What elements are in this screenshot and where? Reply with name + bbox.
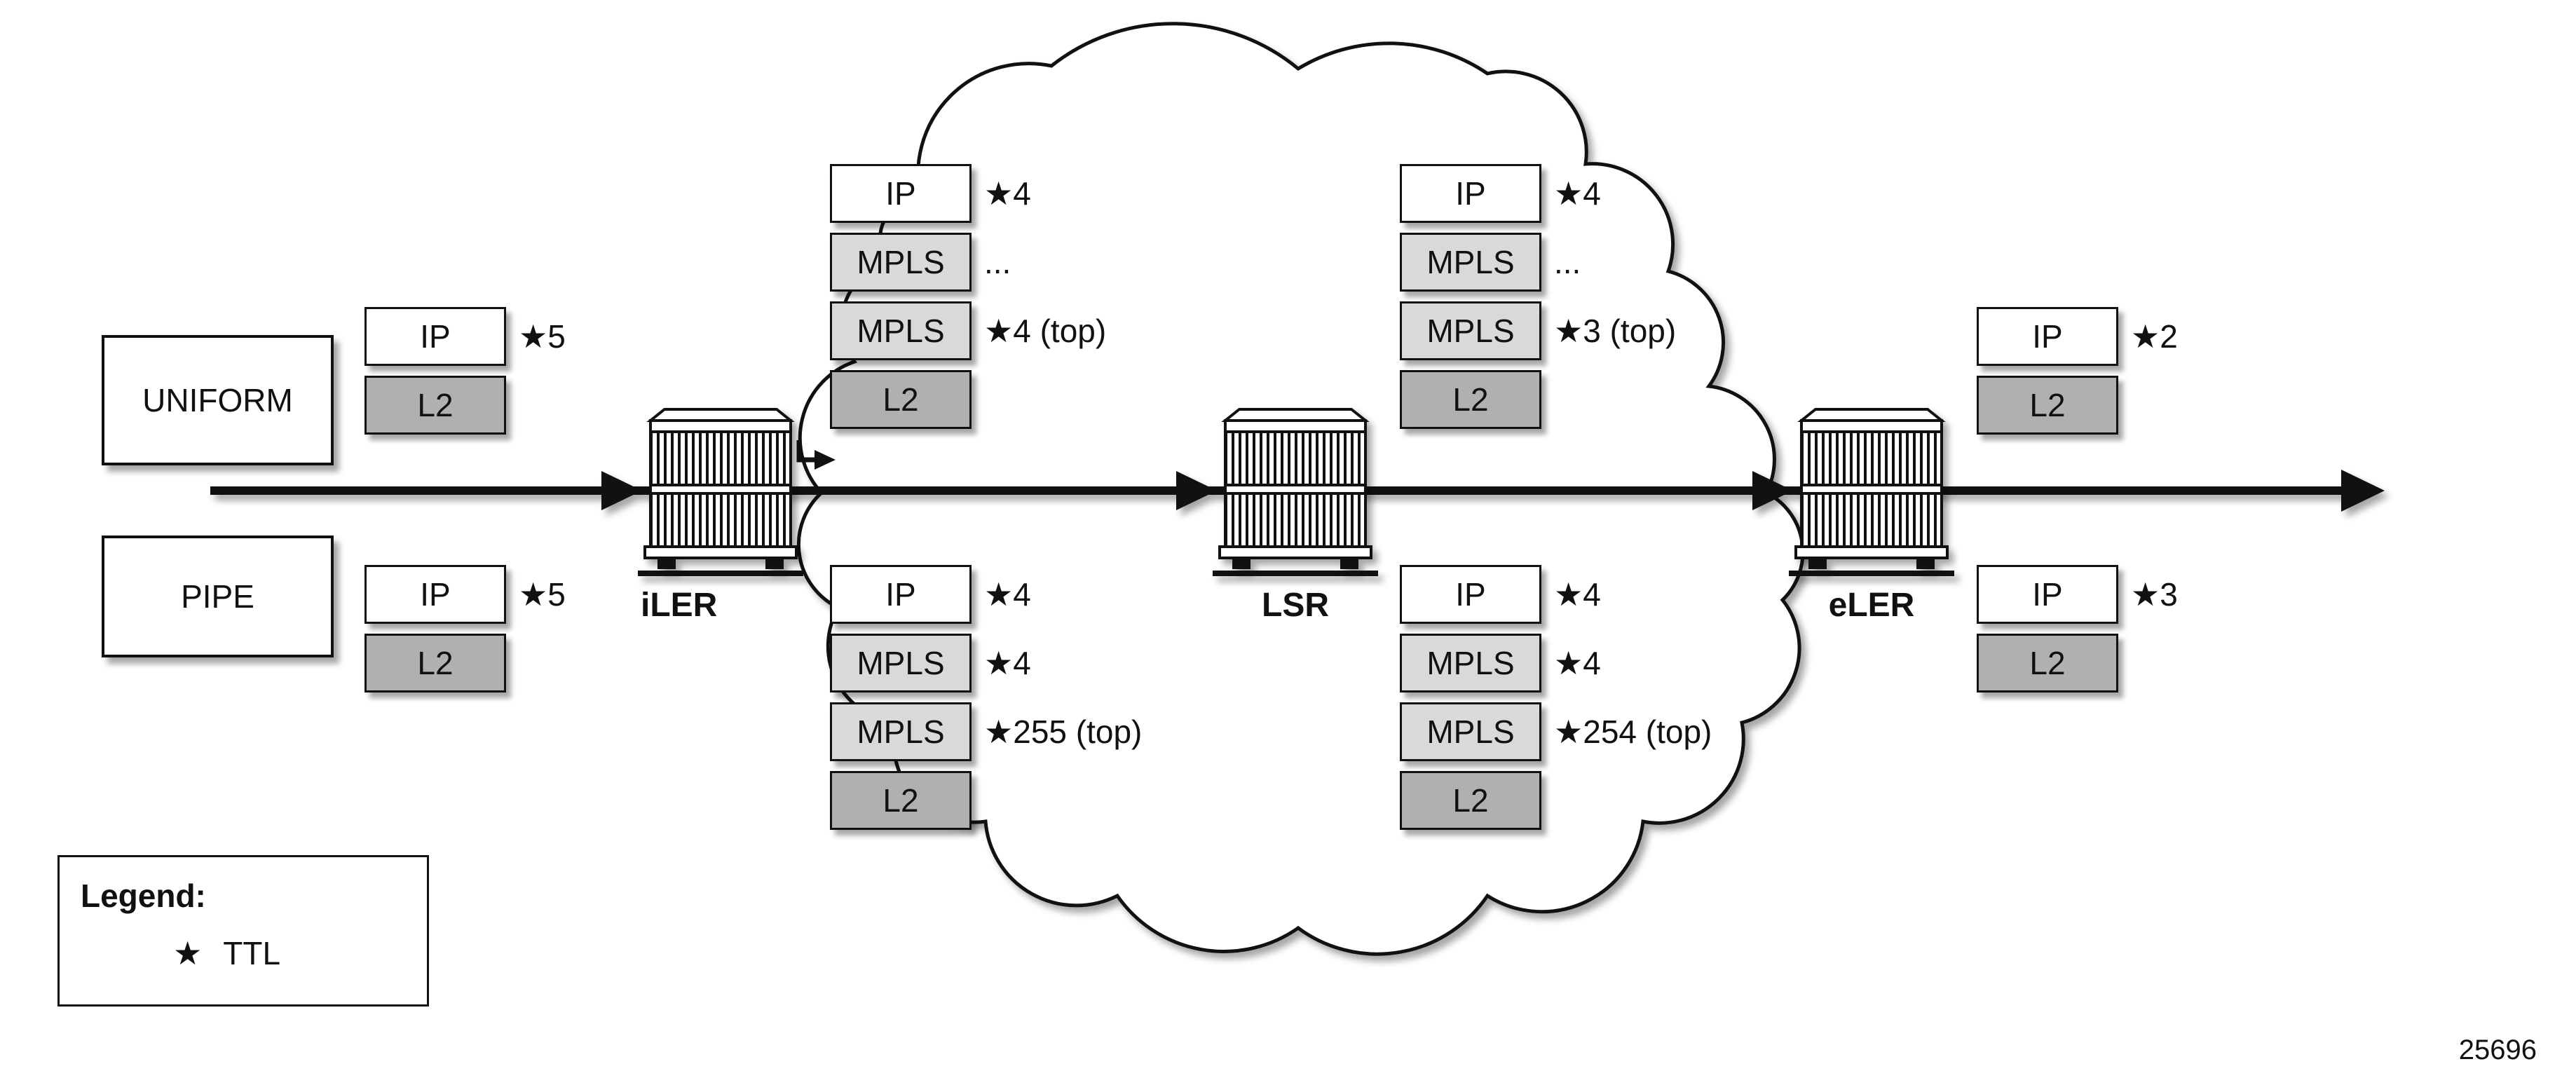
l2-cell: L2	[1400, 370, 1541, 429]
l2-cell: L2	[830, 370, 972, 429]
ip-cell: IP	[1977, 307, 2118, 366]
ttl-annotation: ★4	[984, 645, 1031, 681]
router-icon-lsr	[1213, 408, 1378, 576]
ttl-annotation: ★5	[519, 576, 566, 613]
mpls-cell: MPLS	[830, 702, 972, 761]
stack-row: L2	[364, 376, 566, 435]
pipe-mode-box: PIPE	[102, 535, 334, 657]
uniform-mode-label: UNIFORM	[142, 382, 293, 418]
ttl-annotation: ★4	[1554, 175, 1601, 212]
stack-row: IP ★2	[1977, 307, 2178, 366]
stack-row: IP ★3	[1977, 565, 2178, 624]
ttl-annotation: ★3	[2131, 576, 2178, 613]
stack-row: IP ★4	[1400, 565, 1712, 624]
l2-cell: L2	[364, 634, 506, 692]
legend-box: Legend: ★ TTL	[57, 855, 429, 1007]
stack-row: MPLS ...	[830, 233, 1106, 292]
iler-exit-arrow	[796, 440, 836, 470]
ttl-annotation: ★5	[519, 318, 566, 355]
l2-cell: L2	[830, 771, 972, 830]
router-icon-eler	[1789, 408, 1954, 576]
stack-row: MPLS ★4 (top)	[830, 301, 1106, 360]
packet-stack-pipe-after-lsr: IP ★4 MPLS ★4 MPLS ★254 (top) L2	[1400, 565, 1712, 830]
ttl-annotation: ★4 (top)	[984, 313, 1107, 349]
ip-cell: IP	[1977, 565, 2118, 624]
stack-row: MPLS ★4	[830, 634, 1142, 692]
stack-row: L2	[1977, 634, 2178, 692]
stack-row: IP ★4	[830, 565, 1142, 624]
ttl-annotation: ★4	[1554, 576, 1601, 613]
l2-cell: L2	[1400, 771, 1541, 830]
stack-row: MPLS ★3 (top)	[1400, 301, 1676, 360]
stack-row: L2	[364, 634, 566, 692]
ttl-annotation: ...	[984, 244, 1011, 280]
ttl-annotation: ★254 (top)	[1554, 714, 1712, 750]
figure-number: 25696	[2458, 1035, 2537, 1065]
packet-stack-uniform-egress: IP ★2 L2	[1977, 307, 2178, 435]
stack-row: IP ★4	[830, 164, 1106, 223]
ip-cell: IP	[364, 307, 506, 366]
ttl-annotation: ★3 (top)	[1554, 313, 1677, 349]
mpls-cell: MPLS	[830, 301, 972, 360]
stack-row: L2	[1400, 370, 1676, 429]
stack-row: IP ★5	[364, 307, 566, 366]
ttl-annotation: ★2	[2131, 318, 2178, 355]
ttl-annotation: ...	[1554, 244, 1581, 280]
ttl-star-icon: ★	[173, 935, 203, 971]
ip-cell: IP	[830, 164, 972, 223]
stack-row: L2	[830, 370, 1106, 429]
packet-stack-pipe-egress: IP ★3 L2	[1977, 565, 2178, 692]
stack-row: MPLS ★255 (top)	[830, 702, 1142, 761]
packet-stack-pipe-ingress: IP ★5 L2	[364, 565, 566, 692]
pipe-mode-label: PIPE	[181, 578, 254, 615]
ip-cell: IP	[830, 565, 972, 624]
stack-row: L2	[1977, 376, 2178, 435]
ttl-annotation: ★255 (top)	[984, 714, 1143, 750]
router-icon-iler	[638, 408, 803, 576]
packet-stack-uniform-after-iler: IP ★4 MPLS ... MPLS ★4 (top) L2	[830, 164, 1106, 429]
mpls-cell: MPLS	[1400, 634, 1541, 692]
router-label-eler: eLER	[1828, 587, 1915, 624]
ip-cell: IP	[364, 565, 506, 624]
legend-item: ★ TTL	[173, 934, 406, 972]
l2-cell: L2	[364, 376, 506, 435]
packet-stack-uniform-after-lsr: IP ★4 MPLS ... MPLS ★3 (top) L2	[1400, 164, 1676, 429]
ttl-annotation: ★4	[984, 175, 1031, 212]
legend-title: Legend:	[81, 878, 206, 914]
packet-stack-pipe-after-iler: IP ★4 MPLS ★4 MPLS ★255 (top) L2	[830, 565, 1142, 830]
stack-row: IP ★4	[1400, 164, 1676, 223]
router-label-iler: iLER	[641, 587, 718, 624]
mpls-cell: MPLS	[1400, 301, 1541, 360]
mpls-cell: MPLS	[1400, 233, 1541, 292]
l2-cell: L2	[1977, 376, 2118, 435]
stack-row: MPLS ★4	[1400, 634, 1712, 692]
legend-item-label: TTL	[223, 935, 281, 971]
packet-stack-uniform-ingress: IP ★5 L2	[364, 307, 566, 435]
ttl-annotation: ★4	[984, 576, 1031, 613]
l2-cell: L2	[1977, 634, 2118, 692]
mpls-cell: MPLS	[830, 634, 972, 692]
uniform-mode-box: UNIFORM	[102, 335, 334, 465]
ip-cell: IP	[1400, 565, 1541, 624]
stack-row: MPLS ★254 (top)	[1400, 702, 1712, 761]
router-label-lsr: LSR	[1262, 587, 1329, 624]
mpls-cell: MPLS	[1400, 702, 1541, 761]
mpls-cell: MPLS	[830, 233, 972, 292]
stack-row: L2	[1400, 771, 1712, 830]
stack-row: IP ★5	[364, 565, 566, 624]
ip-cell: IP	[1400, 164, 1541, 223]
stack-row: L2	[830, 771, 1142, 830]
stack-row: MPLS ...	[1400, 233, 1676, 292]
ttl-annotation: ★4	[1554, 645, 1601, 681]
